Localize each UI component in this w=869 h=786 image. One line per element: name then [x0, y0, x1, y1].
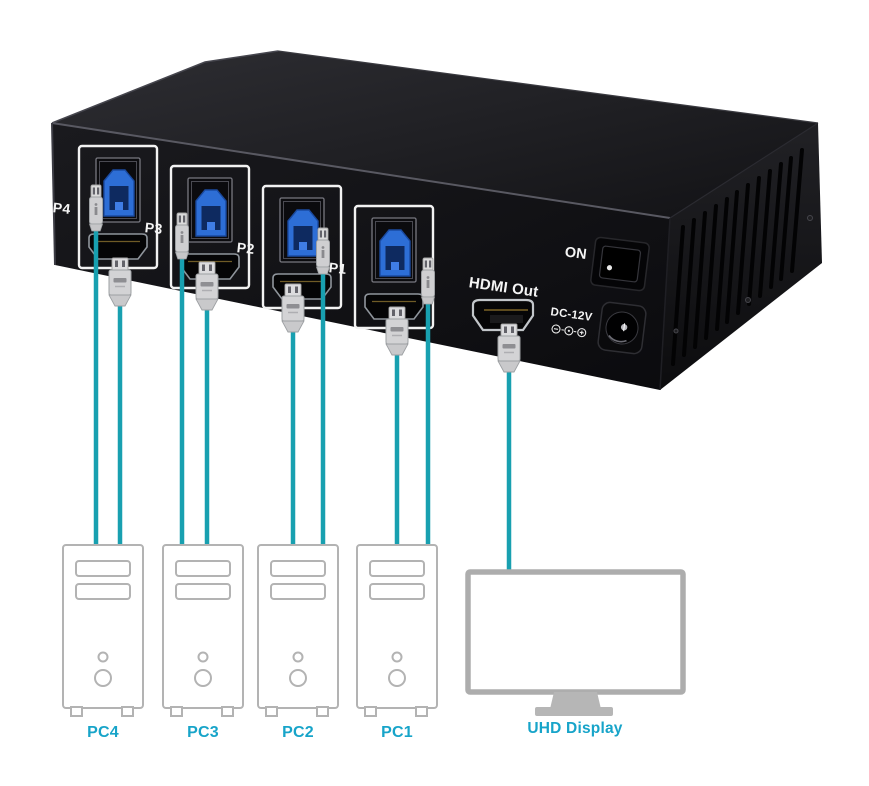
usb-plug-icon-p2 [316, 227, 330, 275]
screw-hole [673, 328, 679, 334]
hdmi-plug-icon-p1 [385, 306, 409, 356]
pc2-label: PC2 [282, 724, 314, 741]
port-label-p1: P1 [328, 259, 347, 277]
device-top-face [52, 51, 818, 218]
usb-plug-icon-p3 [175, 212, 189, 260]
hdmi-plug-icon-p4 [108, 257, 132, 307]
port-label-p3: P3 [144, 219, 163, 237]
screw-hole [807, 215, 813, 221]
port-label-p4: P4 [52, 199, 71, 217]
hdmi-plug-icon-p3 [195, 261, 219, 311]
monitor-stand-base [535, 707, 613, 716]
hdmi-plug-icon-p2 [281, 283, 305, 333]
monitor-stand-neck [550, 692, 601, 709]
dc-power-jack [597, 301, 647, 355]
pc-tower-icon [162, 544, 244, 717]
vent-grille [671, 148, 804, 366]
dc-polarity-icon [551, 324, 587, 338]
port-label-p2: P2 [236, 239, 255, 257]
usb-plug-icon-p4 [89, 184, 103, 232]
pc3-label: PC3 [187, 724, 219, 741]
monitor-screen [465, 569, 686, 695]
port-group-p3: P3 [144, 164, 251, 290]
pc-tower-pc1: PC1 [356, 544, 438, 741]
pc-tower-pc4: PC4 [62, 544, 144, 741]
pc4-label: PC4 [87, 724, 119, 741]
hdmi-out-port-icon [471, 298, 535, 332]
port-group-p1: P1 [328, 204, 435, 330]
cables [93, 225, 512, 574]
uhd-display-monitor: UHD Display [465, 569, 686, 737]
pc-tower-icon [62, 544, 144, 717]
dc-power-label: DC-12V [550, 306, 593, 324]
kvm-switch-device: P4 P3 P2 P1 HDMI Out ON DC-12V [51, 50, 822, 391]
pc-tower-pc3: PC3 [162, 544, 244, 741]
port-group-p4: P4 [52, 144, 159, 270]
power-switch [590, 236, 650, 292]
screw-hole [745, 297, 751, 303]
port-group-p2: P2 [236, 184, 343, 310]
pc-tower-pc2: PC2 [257, 544, 339, 741]
pc-tower-icon [257, 544, 339, 717]
pc-tower-icon [356, 544, 438, 717]
uhd-display-label: UHD Display [527, 720, 622, 737]
usb-plug-icon-p1 [421, 257, 435, 305]
pc1-label: PC1 [381, 724, 413, 741]
hdmi-plug-icon-display [497, 323, 521, 373]
power-switch-label: ON [564, 244, 588, 263]
